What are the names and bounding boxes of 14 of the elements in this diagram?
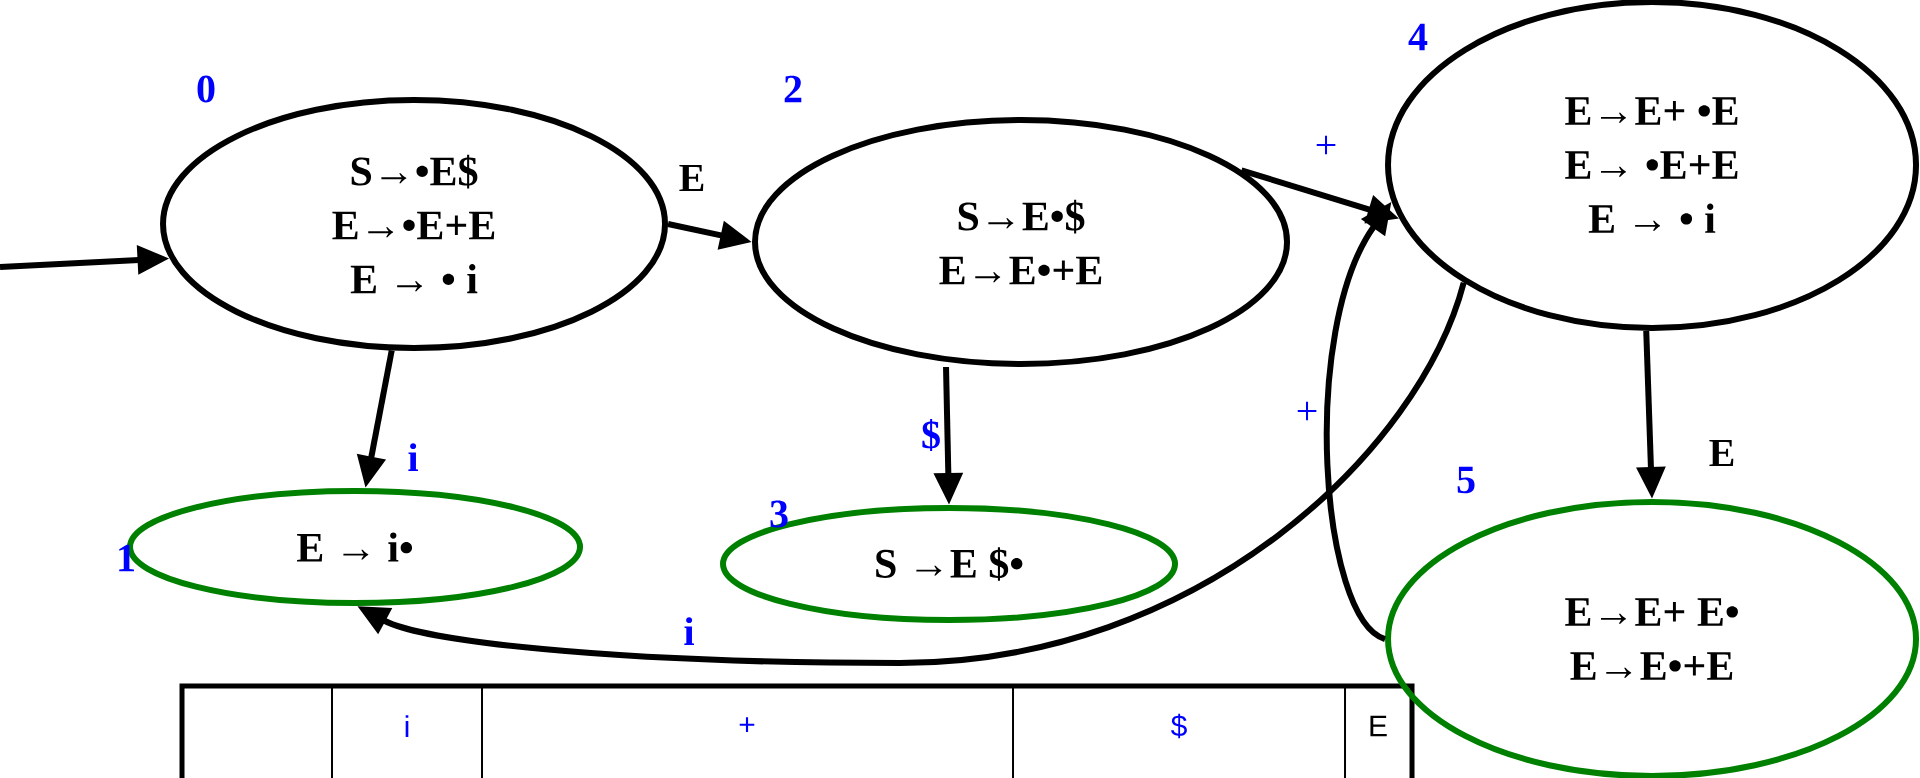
edge-label: i [405, 441, 421, 473]
edge-label: E [676, 162, 708, 194]
state-number: 5 [1457, 466, 1475, 494]
edge-label: + [1312, 133, 1340, 161]
state-number: 2 [784, 75, 802, 103]
edge-label: i [681, 615, 697, 647]
state-number: 4 [1408, 23, 1428, 51]
edge-label: $ [919, 417, 943, 453]
edge-label: + [1293, 399, 1321, 427]
column-header: + [739, 717, 755, 733]
edge-label: E [1706, 437, 1738, 469]
state-number: 3 [770, 500, 788, 528]
column-header: $ [1171, 713, 1187, 739]
column-header: i [405, 715, 409, 737]
